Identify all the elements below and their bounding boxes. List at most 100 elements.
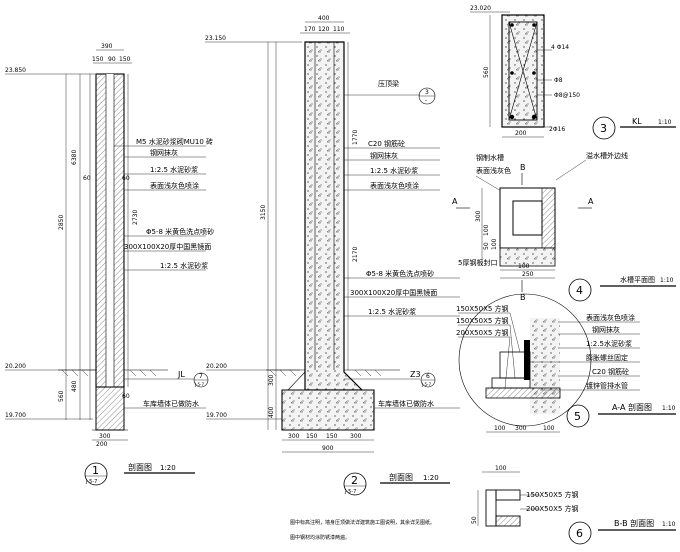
- elev-bottom-2: 19.700: [206, 412, 227, 419]
- label-1-stone: 300X100X20厚中国黑镜面: [124, 242, 211, 251]
- dim-inner-1c: 2730: [132, 210, 139, 225]
- dim-4-a: 300: [475, 210, 482, 222]
- section-2: 23.150 20.200 19.700 400 170 120 110 315…: [205, 15, 460, 541]
- rebar-top: 4 Φ14: [551, 44, 569, 51]
- dim-4-b: 100: [483, 224, 490, 236]
- dim-h-3: 560: [483, 66, 490, 78]
- dim-6-a: 100: [495, 465, 507, 472]
- member-5-c: 200X50X5 方钢: [456, 328, 509, 337]
- dim-4-w2: 100: [518, 263, 530, 270]
- section-1-scale: 1:20: [160, 464, 176, 472]
- dim-bottom-2d: 300: [350, 433, 362, 440]
- member-6-b: 200X50X5 方钢: [526, 504, 579, 513]
- dim-6-b: 50: [471, 516, 478, 524]
- detail-4-scale: 1:10: [660, 277, 674, 284]
- dim-5-c: 100: [543, 425, 555, 432]
- dim-bottom-1b: 200: [96, 441, 108, 448]
- elev-top-2: 23.150: [205, 35, 226, 42]
- dim-inner-1b: 60: [122, 175, 130, 182]
- dim-left-1c: 560: [58, 390, 65, 402]
- label-2-waterproof: 车库墙体已做防水: [378, 399, 434, 408]
- dim-bottom-1a: 300: [99, 433, 111, 440]
- dim-left-2c: 400: [268, 406, 275, 418]
- section-2-number: 2: [351, 474, 358, 487]
- mark-b-top: B: [520, 163, 526, 172]
- dim-top-1d: 150: [119, 56, 131, 63]
- dim-left-1d: 480: [71, 380, 78, 392]
- beam-sheet-1: J-5-7: [194, 382, 204, 387]
- dim-4-d: 100: [491, 238, 498, 250]
- rebar-stirrup: Φ8@150: [554, 92, 580, 99]
- dim-top-2c: 120: [318, 26, 330, 33]
- rebar-tie: Φ8: [554, 77, 563, 84]
- label-2-sand: Φ5-8 米黄色洗点喷砂: [366, 269, 434, 278]
- elev-ground-2: 20.200: [206, 363, 227, 370]
- dim-4-w: 250: [522, 271, 534, 278]
- note-1: 图中标高注明，墙身压顶做法详建筑施工图说明，其余详见图纸。: [290, 519, 435, 526]
- detail-5-scale: 1:10: [662, 405, 676, 412]
- elev-ground-1: 20.200: [5, 363, 26, 370]
- detail-3: 23.020 560 200 4 Φ14 Φ8 Φ8@150 2Φ16 3 KL…: [470, 5, 676, 140]
- mark-b-bottom: B: [520, 293, 526, 302]
- dim-total-2: 900: [322, 445, 334, 452]
- dim-left-1b: 2850: [58, 215, 65, 230]
- dim-inner-1a: 60: [83, 175, 91, 182]
- cap-ref-no: 3: [425, 89, 429, 96]
- dim-right-2b: 2170: [352, 247, 359, 262]
- detail-6-circle: [568, 521, 592, 545]
- detail-4-title: 水槽平面图: [620, 275, 655, 284]
- detail-4-number: 4: [576, 284, 583, 297]
- detail-6-scale: 1:10: [662, 521, 676, 528]
- note-2: 图中钢材均涂防锈漆两遍。: [290, 534, 350, 541]
- footing-2: [281, 389, 375, 431]
- label-1-mesh: 钢网抹灰: [150, 148, 178, 157]
- mark-a-right: A: [588, 197, 594, 206]
- dim-right-2a: 1770: [352, 130, 359, 145]
- dim-bottom-2c: 150: [326, 433, 338, 440]
- section-2-circle: [343, 472, 367, 496]
- dim-bottom-2a: 300: [288, 433, 300, 440]
- member-5-a: 150X50X5 方钢: [456, 304, 509, 313]
- label-5-spray: 表面浅灰色喷涂: [586, 313, 635, 322]
- detail-5-number: 5: [574, 410, 581, 423]
- label-2-mesh: 钢网抹灰: [370, 151, 398, 160]
- label-4-surface: 表面浅灰色: [476, 166, 511, 175]
- section-1-sheet: J-5-7: [85, 479, 97, 485]
- label-1-mortar2: 1:2.5 水泥砂浆: [160, 261, 208, 270]
- dim-top-2a: 400: [318, 15, 330, 22]
- detail-6-number: 6: [576, 527, 583, 540]
- label-5-drain: 镀锌管排水管: [586, 381, 628, 390]
- detail-3-number: 3: [600, 122, 607, 135]
- label-1-sand: Φ5-8 米黄色洗点喷砂: [146, 227, 214, 236]
- dim-inner-1d: 60: [122, 393, 130, 400]
- dim-left-2b: 300: [268, 374, 275, 386]
- label-5-concrete: C20 钢筋砼: [592, 367, 629, 376]
- label-2-spray: 表面浅灰色喷涂: [370, 181, 419, 190]
- detail-5: 150X50X5 方钢 150X50X5 方钢 200X50X5 方钢 表面浅灰…: [456, 293, 676, 433]
- label-1-brick: M5 水泥砂浆砌MU10 砖: [136, 137, 213, 146]
- mark-a-left: A: [452, 197, 458, 206]
- section-1-title: 剖面图: [128, 462, 152, 472]
- steel-6-a: [485, 489, 497, 527]
- dim-bottom-2b: 150: [306, 433, 318, 440]
- beam-ref-1: 7: [199, 373, 203, 380]
- dim-top-1a: 390: [101, 43, 113, 50]
- dim-5-a: 100: [494, 425, 506, 432]
- detail-3-scale: 1:10: [658, 119, 672, 126]
- beam-tag-2: Z3: [410, 370, 421, 379]
- cap-ref-label: 压顶梁: [378, 79, 399, 88]
- detail-4: 钢制水槽 表面浅灰色 溢水槽外边线 B A A B 300 100 50 100…: [452, 151, 676, 302]
- section-2-scale: 1:20: [423, 474, 439, 482]
- detail-5-title: A-A 剖面图: [612, 402, 652, 412]
- label-1-waterproof: 车库墙体已做防水: [143, 399, 199, 408]
- member-6-a: 150X50X5 方钢: [526, 490, 579, 499]
- label-4-plate: 5厚钢板封口: [458, 258, 497, 267]
- label-5-mortar: 1:2.5水泥砂浆: [586, 339, 632, 348]
- cap-ref-sheet: -: [425, 97, 427, 104]
- label-1-spray: 表面浅灰色喷涂: [150, 181, 199, 190]
- section-1-number: 1: [92, 464, 99, 477]
- concrete-column-2: [304, 41, 364, 391]
- label-2-concrete: C20 钢筋砼: [368, 139, 405, 148]
- steel-6-b: [495, 515, 521, 527]
